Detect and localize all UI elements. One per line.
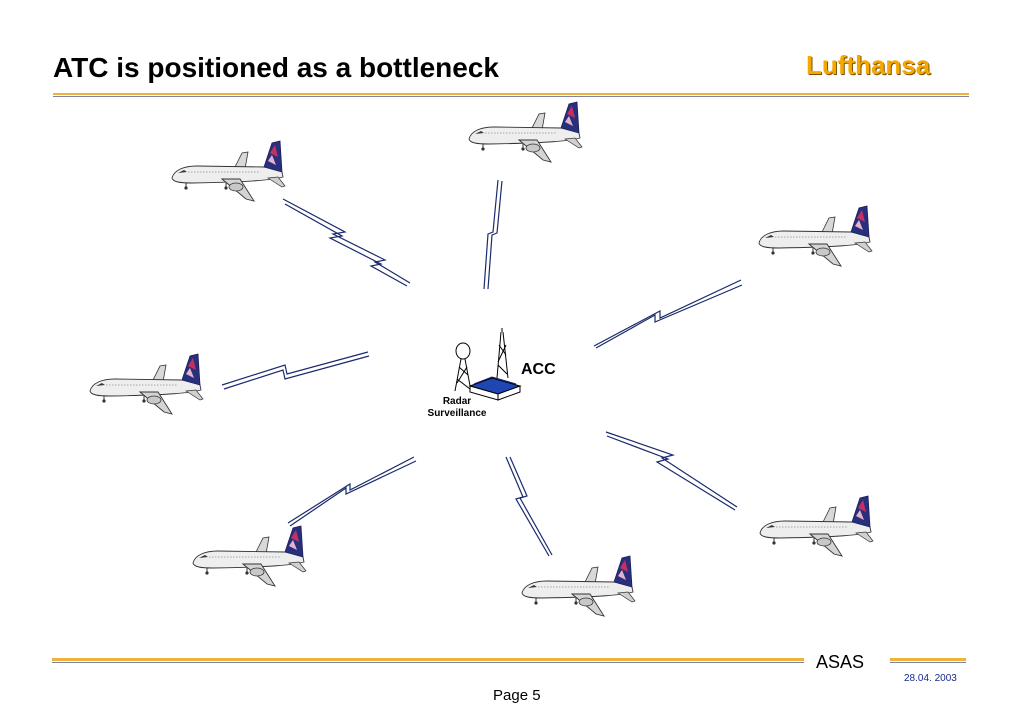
radar-surveillance-label: Radar Surveillance — [415, 396, 499, 420]
footer-rule-right-secondary — [890, 662, 966, 663]
header-rule — [53, 93, 969, 95]
radar-label-line2: Surveillance — [427, 408, 487, 419]
footer-label: ASAS — [816, 652, 865, 672]
radar-label-line1: Radar — [442, 396, 472, 407]
aircraft-icon — [192, 525, 307, 587]
aircraft-icon — [468, 101, 583, 163]
acc-label: ACC — [521, 361, 556, 378]
header-rule-secondary — [53, 96, 969, 97]
aircraft-icon — [89, 353, 204, 415]
datalink-bolt — [221, 351, 370, 390]
datalink-bolt — [287, 456, 417, 527]
aircraft-icon — [758, 205, 873, 267]
page-title: ATC is positioned as a bottleneck — [53, 52, 500, 83]
datalink-bolt — [505, 456, 553, 557]
datalink-bolt — [605, 431, 738, 511]
datalink-bolt — [593, 279, 743, 349]
footer-rule-left-secondary — [52, 662, 804, 663]
footer-rule-left — [52, 658, 804, 661]
footer-rule-right — [890, 658, 966, 661]
page-number: Page 5 — [493, 687, 541, 704]
aircraft-icon — [759, 495, 874, 557]
aircraft-icon — [521, 555, 636, 617]
radar-station-icon — [454, 328, 522, 401]
footer-date: 28.04. 2003 — [904, 673, 957, 684]
datalink-bolt — [483, 179, 503, 290]
aircraft-icon — [171, 140, 286, 202]
brand-logo: Lufthansa — [806, 50, 931, 80]
datalink-bolt — [282, 198, 411, 287]
